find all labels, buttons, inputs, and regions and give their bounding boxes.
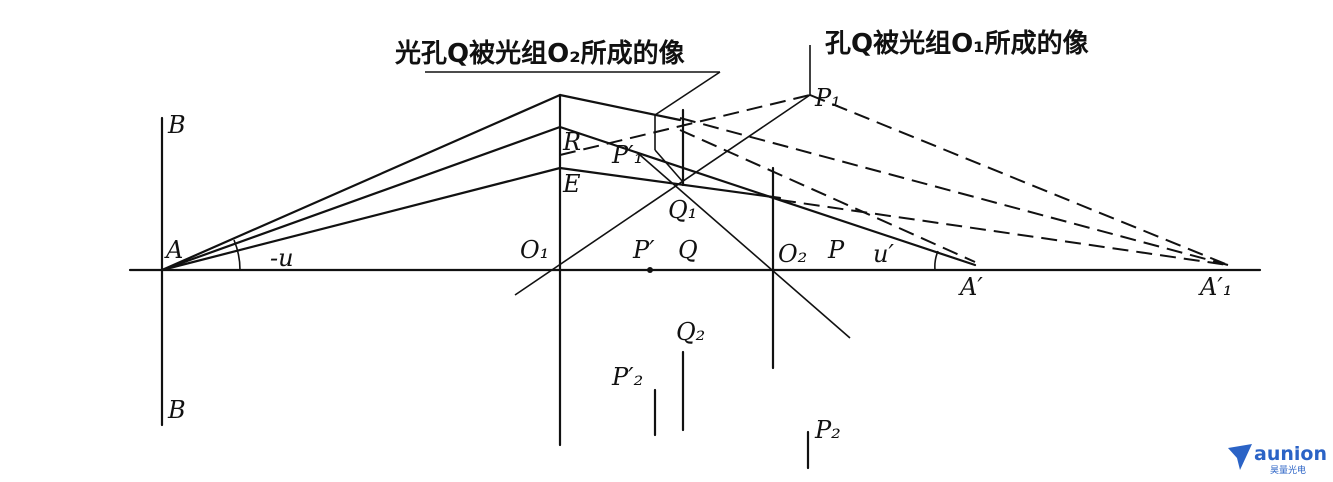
ray-A-E [160,166,562,272]
ray-E-to-O2 [558,166,782,200]
label-R: R [562,128,581,156]
label-P-prime: P′ [632,236,655,264]
aunion-logo: aunion 昊量光电 [1228,443,1327,476]
label-P2: P₂ [814,416,841,444]
label-P: P [827,236,845,264]
label-B-bottom: B [167,396,186,424]
dashed-ray-4 [779,199,1229,266]
chief-line-O1-P1 [514,94,811,296]
dashed-ray-P1-left [559,94,811,156]
dashed-ray-1 [679,117,1229,266]
label-Q1: Q₁ [668,196,697,224]
ray-A-R [160,125,562,272]
label-A-prime: A′ [958,273,983,301]
angle-u-prime-arc [934,250,939,271]
paper-plane-icon [1228,444,1252,470]
point-P-prime [647,267,653,273]
label-angle-u: -u [270,244,294,272]
label-P2-prime: P′₂ [611,363,643,391]
label-P1: P₁ [814,84,841,112]
caption-right: 孔Q被光组O₁所成的像 [825,28,1090,59]
label-O1: O₁ [520,236,549,264]
ray-top-continuation [558,93,682,122]
label-angle-u-prime: u′ [873,240,894,268]
chief-line-O2 [639,154,851,339]
ray-A-top [160,93,562,272]
label-B-top: B [167,111,186,139]
label-O2: O₂ [778,240,807,268]
logo-subtitle: 昊量光电 [1270,464,1306,476]
label-E: E [562,170,581,198]
angle-u-arc [233,239,241,271]
dashed-ray-3 [679,129,976,263]
caption-left: 光孔Q被光组O₂所成的像 [394,38,686,69]
label-Q: Q [678,236,698,264]
logo-name: aunion [1254,443,1327,465]
label-Q2: Q₂ [676,318,705,346]
leader-left-3 [654,149,684,183]
label-A1-prime: A′₁ [1198,273,1232,301]
label-P1-prime: P′₁ [611,141,643,169]
dashed-ray-2 [809,94,1229,266]
label-A: A [164,236,183,264]
leader-left-1 [654,71,721,116]
